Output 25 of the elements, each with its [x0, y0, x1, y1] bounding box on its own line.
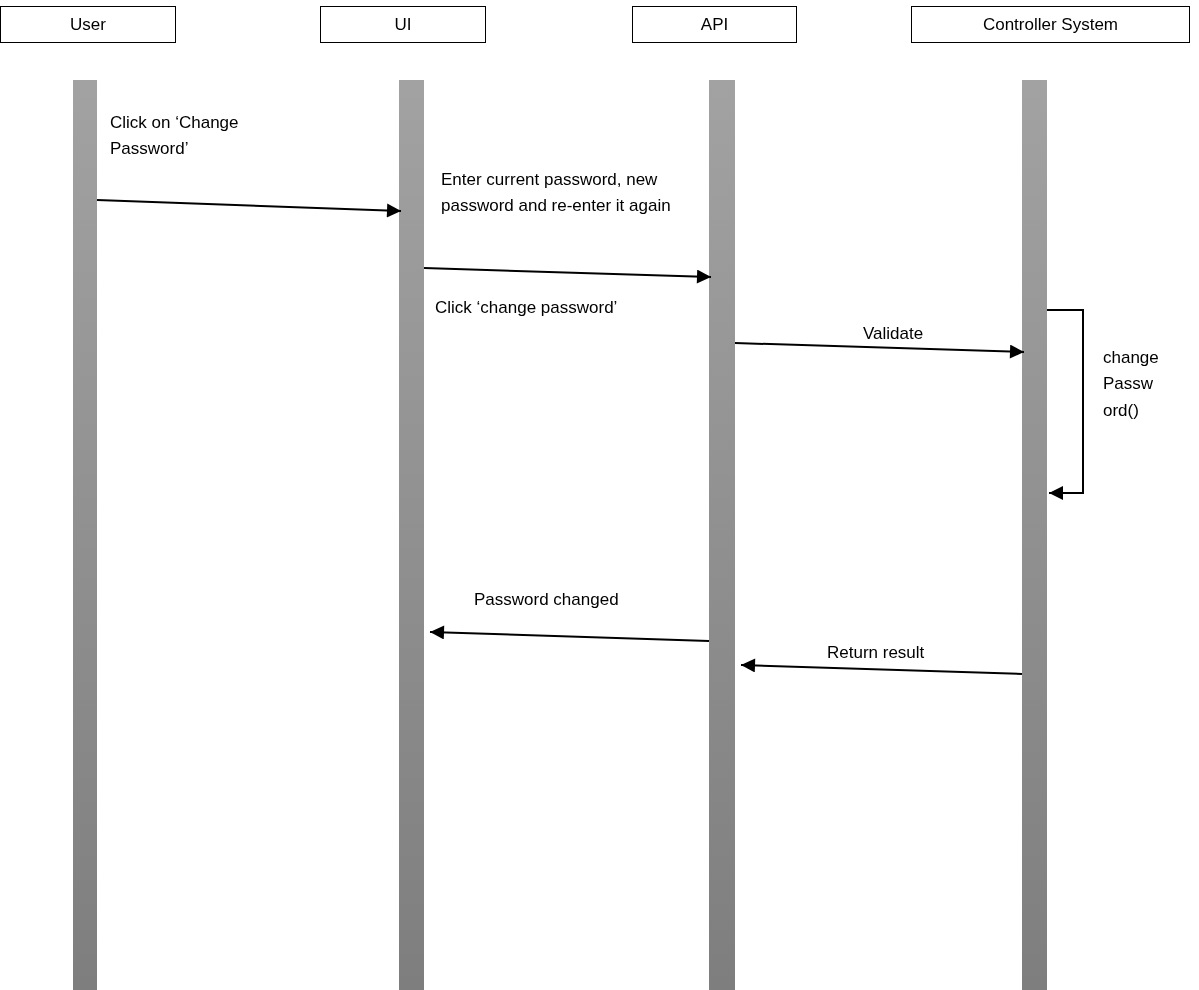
note-text: Click ‘change password’	[435, 297, 619, 319]
lifeline-bar	[1022, 80, 1047, 990]
actor-name: User	[70, 14, 106, 35]
message-arrow	[423, 267, 712, 284]
self-message-arrow	[1046, 309, 1084, 500]
message-label: change Passw ord()	[1103, 347, 1160, 422]
message-arrow	[429, 625, 710, 642]
lifeline-bar	[73, 80, 97, 990]
message-arrow	[96, 199, 402, 218]
actor-name: Controller System	[982, 14, 1119, 35]
actor-name: UI	[394, 14, 412, 35]
message-arrow	[740, 658, 1023, 675]
actor-name: API	[700, 14, 729, 35]
actor-box	[0, 6, 176, 43]
message-label: Click on ‘Change Password’	[110, 112, 240, 161]
actor-box	[320, 6, 486, 43]
message-label: Password changed	[474, 589, 620, 611]
actor-box	[911, 6, 1190, 43]
lifeline-bar	[709, 80, 735, 990]
message-label: Enter current password, new password and re-enter it again	[441, 169, 672, 218]
lifeline-bar	[399, 80, 424, 990]
message-label: Validate	[863, 323, 925, 345]
message-label: Return result	[827, 642, 926, 664]
message-arrow	[734, 342, 1025, 359]
actor-box	[632, 6, 797, 43]
